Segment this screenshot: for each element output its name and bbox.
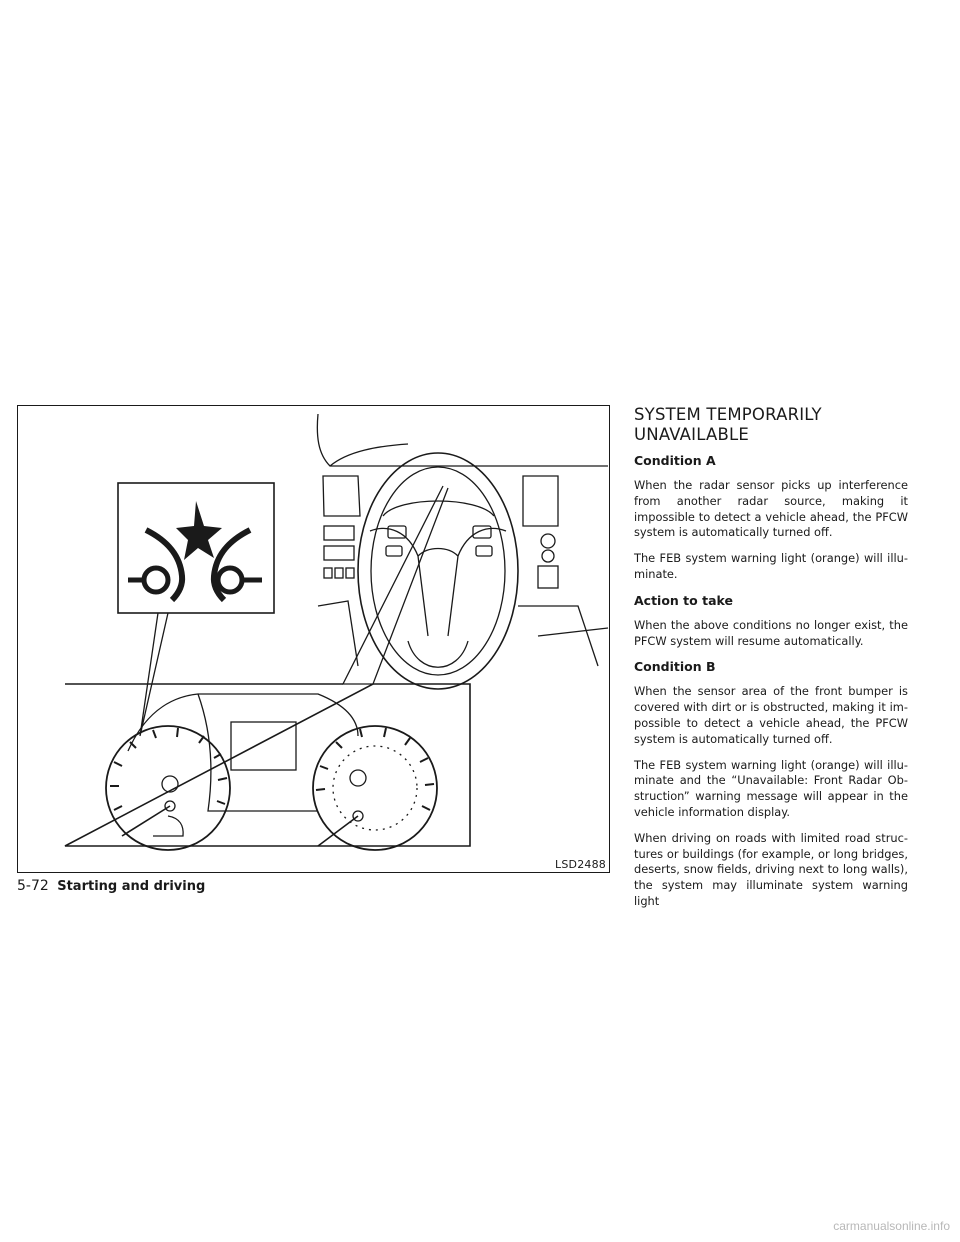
condition-a-paragraph-2: The FEB system warning light (orange) wi…: [634, 551, 908, 581]
page-number: 5-72: [17, 878, 49, 894]
condition-a-paragraph-1: When the radar sensor picks up interfere…: [634, 478, 908, 540]
condition-b-paragraph-3: When driving on roads with limited road …: [634, 830, 908, 908]
figure-code: LSD2488: [555, 858, 606, 871]
action-paragraph: When the above conditions no longer exis…: [634, 617, 908, 648]
condition-b-heading: Condition B: [634, 659, 716, 675]
condition-b-paragraph-1: When the sensor area of the front bumper…: [634, 684, 908, 746]
section-title-line2: UNAVAILABLE: [634, 425, 750, 444]
watermark[interactable]: carmanualsonline.info: [833, 1219, 950, 1233]
page-footer: 5-72 Starting and driving: [17, 878, 205, 894]
condition-b-paragraph-2: The FEB system warning light (orange) wi…: [634, 757, 908, 819]
chapter-title: Starting and driving: [57, 879, 206, 894]
illustration-figure: LSD2488: [17, 405, 610, 873]
action-heading: Action to take: [634, 592, 733, 608]
condition-a-heading: Condition A: [634, 453, 716, 468]
dashboard-illustration: [64, 413, 609, 851]
section-title: SYSTEM TEMPORARILY UNAVAILABLE: [634, 405, 908, 445]
section-title-line1: SYSTEM TEMPORARILY: [634, 405, 822, 424]
text-column: SYSTEM TEMPORARILY UNAVAILABLE Condition…: [634, 405, 908, 920]
